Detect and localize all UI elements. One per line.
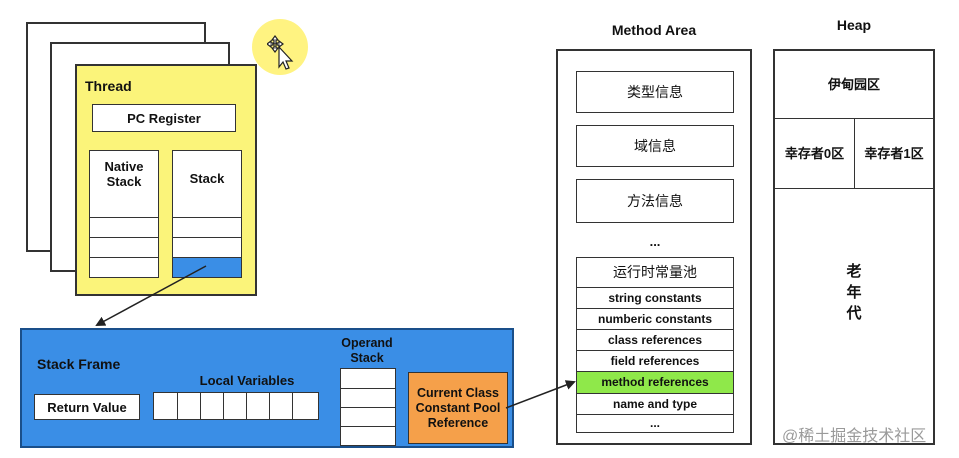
local-variable-slot (292, 393, 293, 419)
thread-stack-slot (173, 217, 241, 218)
operand-stack-slot (341, 407, 395, 408)
local-variables-label: Local Variables (199, 372, 295, 388)
return-value: Return Value (34, 394, 140, 420)
eden-space: 伊甸园区 (775, 51, 933, 119)
operand-stack-slot (341, 426, 395, 427)
watermark: @稀土掘金技术社区 (782, 428, 927, 445)
runtime-constant-pool-title: 运行时常量池 (577, 258, 733, 288)
constant-pool-entry: string constants (577, 288, 733, 309)
constant-pool-entry: name and type (577, 394, 733, 415)
native-stack: Native Stack (89, 150, 159, 278)
operand-stack (340, 368, 396, 446)
native-stack-label: Native Stack (104, 159, 144, 189)
thread-title: Thread (85, 78, 132, 94)
current-frame-slot (173, 257, 241, 277)
local-variable-slot (200, 393, 201, 419)
move-cursor-icon (267, 35, 294, 70)
native-stack-slot (90, 217, 158, 218)
stack-frame-box: Stack Frame Local Variables Return Value… (20, 328, 514, 448)
local-variable-slot (246, 393, 247, 419)
stack-to-frame-arrow (95, 265, 207, 326)
type-info: 类型信息 (576, 71, 734, 113)
survivor-0: 幸存者0区 (775, 119, 855, 189)
native-stack-slot (90, 237, 158, 238)
old-generation: 老 年 代 (846, 263, 862, 322)
heap-title: Heap (836, 16, 872, 33)
thread-stack-label: Stack (189, 171, 225, 186)
constant-pool-entry: field references (577, 351, 733, 372)
constant-pool-entry: numberic constants (577, 309, 733, 330)
pc-register: PC Register (92, 104, 236, 132)
local-variable-slot (223, 393, 224, 419)
thread-box: Thread PC Register Native Stack Stack (75, 64, 257, 296)
native-stack-slot (90, 257, 158, 258)
local-variable-slot (269, 393, 270, 419)
survivor-1: 幸存者1区 (855, 119, 933, 189)
method-references-entry: method references (577, 372, 733, 394)
local-variables-table (153, 392, 319, 420)
method-info: 方法信息 (576, 179, 734, 223)
method-area-ellipsis: ... (649, 233, 661, 249)
constant-pool-reference-arrow (505, 380, 576, 409)
constant-pool-entry: ... (649, 416, 660, 430)
method-area-box: 类型信息 域信息 方法信息 ... 运行时常量池 string constant… (556, 49, 752, 445)
operand-stack-label: Operand Stack (341, 336, 393, 365)
field-info: 域信息 (576, 125, 734, 167)
operand-stack-slot (341, 388, 395, 389)
thread-stack: Stack (172, 150, 242, 278)
local-variable-slot (177, 393, 178, 419)
current-class-constant-pool-reference: Current Class Constant Pool Reference (408, 372, 508, 444)
heap-box: 伊甸园区 幸存者0区 幸存者1区 老 年 代 (773, 49, 935, 445)
constant-pool-entry: class references (577, 330, 733, 351)
thread-stack-slot (173, 237, 241, 238)
method-area-title: Method Area (611, 21, 697, 38)
stack-frame-title: Stack Frame (37, 356, 121, 372)
